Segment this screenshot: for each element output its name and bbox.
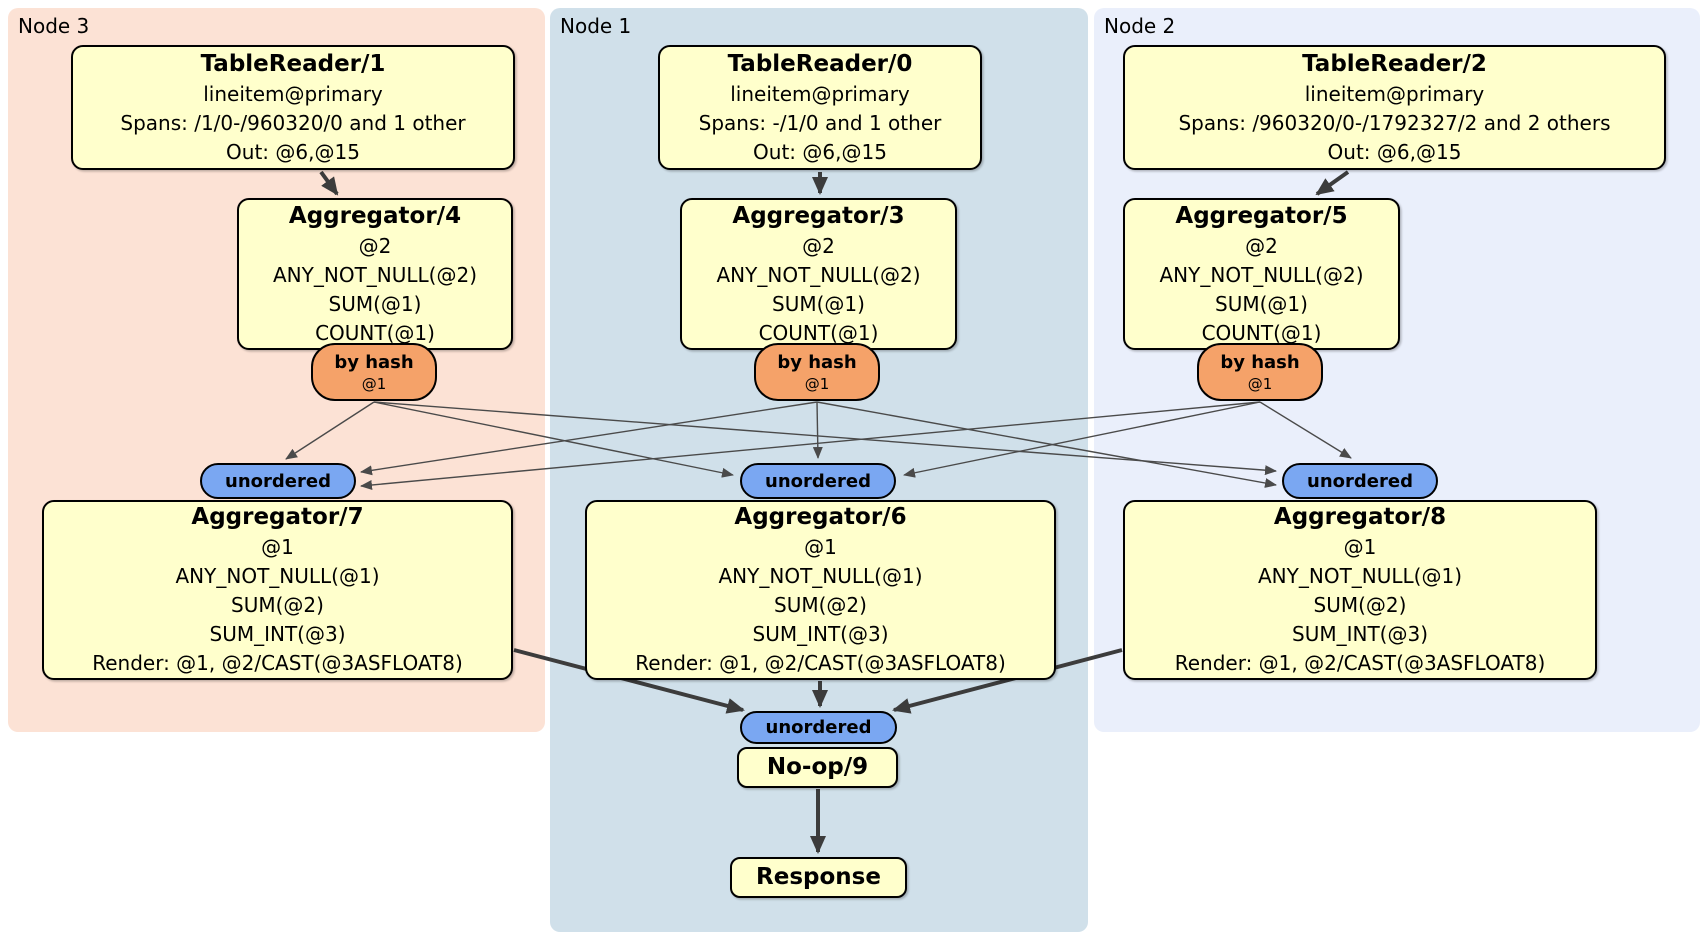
unordered-sync-final-label: unordered [765,717,872,738]
aggregator-6-group: @1 [804,535,837,559]
aggregator-3-group: @2 [802,233,835,258]
aggregator-8-fn1: ANY_NOT_NULL(@1) [1258,564,1462,588]
unordered-sync-node3: unordered [200,463,356,499]
aggregator-5-title: Aggregator/5 [1175,202,1348,229]
node3-label: Node 3 [18,14,90,38]
unordered-sync-node1: unordered [740,463,896,499]
tablereader-1-spans: Spans: /1/0-/960320/0 and 1 other [120,110,466,135]
edge-hash5-to-sync8 [1259,401,1352,459]
aggregator-6-node: Aggregator/6 @1 ANY_NOT_NULL(@1) SUM(@2)… [585,500,1056,680]
aggregator-7-node: Aggregator/7 @1 ANY_NOT_NULL(@1) SUM(@2)… [42,500,513,680]
aggregator-5-group: @2 [1245,233,1278,258]
aggregator-3-fn3: COUNT(@1) [758,320,879,345]
aggregator-8-fn2: SUM(@2) [1313,593,1407,617]
tablereader-1-index: lineitem@primary [203,81,383,106]
aggregator-8-render: Render: @1, @2/CAST(@3ASFLOAT8) [1174,651,1546,675]
edge-hash3-to-sync7 [360,401,818,476]
aggregator-6-fn1: ANY_NOT_NULL(@1) [718,564,923,588]
hash-router-node3: by hash @1 [311,343,437,401]
tablereader-0-spans: Spans: -/1/0 and 1 other [698,110,942,135]
aggregator-7-fn3: SUM_INT(@3) [209,622,346,646]
aggregator-8-title: Aggregator/8 [1273,504,1447,530]
aggregator-8-node: Aggregator/8 @1 ANY_NOT_NULL(@1) SUM(@2)… [1123,500,1597,680]
aggregator-5-fn1: ANY_NOT_NULL(@2) [1159,262,1364,287]
aggregator-6-fn2: SUM(@2) [774,593,867,617]
aggregator-4-fn2: SUM(@1) [328,291,422,316]
aggregator-7-render: Render: @1, @2/CAST(@3ASFLOAT8) [92,651,463,675]
aggregator-6-title: Aggregator/6 [734,504,907,530]
edge-hash5-to-sync7 [360,401,1261,490]
edge-hash3-to-sync6 [812,401,823,459]
edge-hash4-to-sync8 [373,401,1277,476]
unordered-sync-node1-label: unordered [765,470,871,492]
tablereader-2-index: lineitem@primary [1304,81,1485,106]
hash-router-node2-columns: @1 [1247,374,1273,393]
aggregator-4-title: Aggregator/4 [288,202,462,229]
tablereader-1-title: TableReader/1 [200,50,386,77]
aggregator-5-fn2: SUM(@1) [1215,291,1308,316]
tablereader-2-title: TableReader/2 [1302,50,1487,77]
tablereader-0-out: Out: @6,@15 [753,139,887,164]
aggregator-8-group: @1 [1343,535,1377,559]
tablereader-1-out: Out: @6,@15 [226,139,360,164]
aggregator-7-fn1: ANY_NOT_NULL(@1) [175,564,380,588]
aggregator-4-group: @2 [358,233,392,258]
unordered-sync-node2-label: unordered [1307,470,1413,492]
tablereader-1-node: TableReader/1 lineitem@primary Spans: /1… [71,45,515,170]
noop-9-node: No-op/9 [737,747,898,788]
tablereader-0-title: TableReader/0 [727,50,913,77]
hash-router-node3-columns: @1 [361,374,387,393]
edge-tr2-to-agg5 [1315,170,1350,196]
tablereader-2-node: TableReader/2 lineitem@primary Spans: /9… [1123,45,1666,170]
hash-router-node3-label: by hash [334,351,414,373]
tablereader-2-spans: Spans: /960320/0-/1792327/2 and 2 others [1178,110,1611,135]
edge-hash3-to-sync8 [816,401,1277,488]
aggregator-4-fn3: COUNT(@1) [315,320,435,345]
unordered-sync-node2: unordered [1282,463,1438,499]
edge-hash4-to-sync6 [373,401,734,478]
aggregator-7-title: Aggregator/7 [191,504,364,530]
response-title: Response [756,864,881,890]
aggregator-3-node: Aggregator/3 @2 ANY_NOT_NULL(@2) SUM(@1)… [680,198,957,350]
aggregator-5-fn3: COUNT(@1) [1201,320,1322,345]
hash-router-node1: by hash @1 [754,343,880,401]
edge-tr1-to-agg4 [319,170,339,196]
aggregator-7-fn2: SUM(@2) [231,593,324,617]
aggregator-8-fn3: SUM_INT(@3) [1292,622,1428,646]
aggregator-7-group: @1 [261,535,294,559]
edge-hash5-to-sync6 [903,401,1261,478]
node1-label: Node 1 [560,14,632,38]
aggregator-6-fn3: SUM_INT(@3) [752,622,889,646]
tablereader-0-node: TableReader/0 lineitem@primary Spans: -/… [658,45,982,170]
aggregator-5-node: Aggregator/5 @2 ANY_NOT_NULL(@2) SUM(@1)… [1123,198,1400,350]
aggregator-3-title: Aggregator/3 [732,202,905,229]
unordered-sync-final: unordered [740,711,897,744]
node2-label: Node 2 [1104,14,1176,38]
aggregator-4-fn1: ANY_NOT_NULL(@2) [273,262,477,287]
hash-router-node1-columns: @1 [804,374,830,393]
tablereader-0-index: lineitem@primary [730,81,910,106]
response-node: Response [730,857,907,898]
unordered-sync-node3-label: unordered [225,470,331,492]
edge-agg8-to-finalsync [892,648,1123,714]
tablereader-2-out: Out: @6,@15 [1327,139,1462,164]
edge-agg7-to-finalsync [513,648,745,714]
aggregator-3-fn2: SUM(@1) [772,291,865,316]
aggregator-6-render: Render: @1, @2/CAST(@3ASFLOAT8) [635,651,1006,675]
aggregator-3-fn1: ANY_NOT_NULL(@2) [716,262,921,287]
edge-hash4-to-sync7 [285,401,375,460]
noop-9-title: No-op/9 [766,754,869,780]
hash-router-node2: by hash @1 [1197,343,1323,401]
hash-router-node2-label: by hash [1220,351,1300,373]
aggregator-4-node: Aggregator/4 @2 ANY_NOT_NULL(@2) SUM(@1)… [237,198,513,350]
hash-router-node1-label: by hash [777,351,857,373]
